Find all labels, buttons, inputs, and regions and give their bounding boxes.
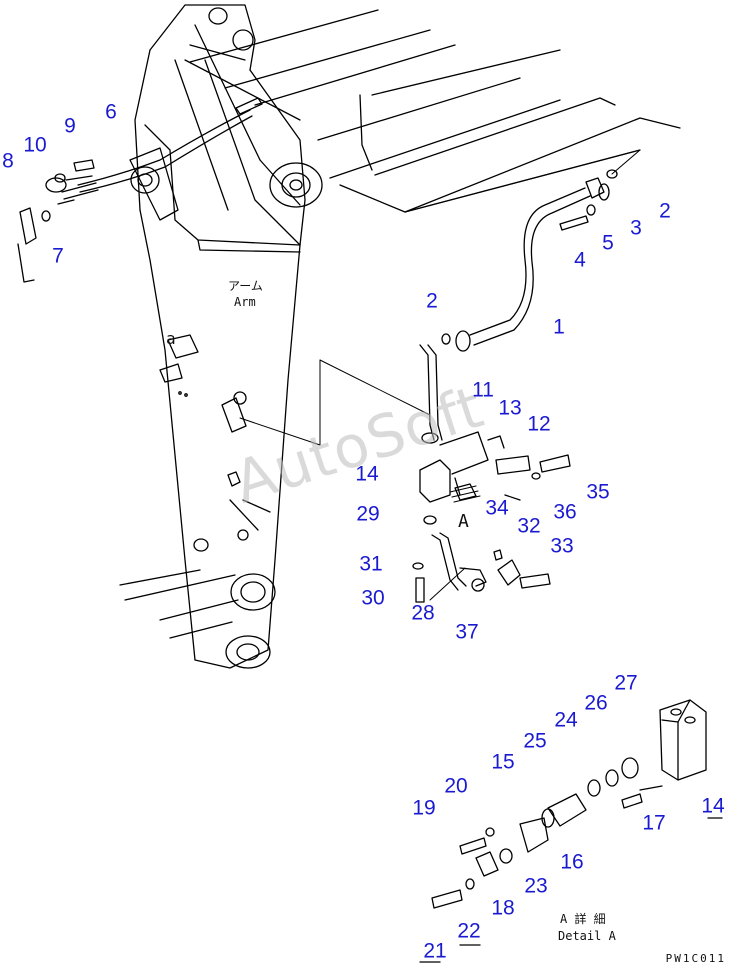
callout-14[interactable]: 14 xyxy=(355,462,379,486)
callout-14[interactable]: 14 xyxy=(701,794,725,818)
callout-24[interactable]: 24 xyxy=(554,708,578,732)
callout-23[interactable]: 23 xyxy=(524,874,548,898)
callout-33[interactable]: 33 xyxy=(550,534,574,558)
callout-27[interactable]: 27 xyxy=(614,671,638,695)
callout-36[interactable]: 36 xyxy=(553,500,577,524)
detail-a-title-en: Detail A xyxy=(558,929,616,943)
arm-body xyxy=(119,4,323,669)
callout-12[interactable]: 12 xyxy=(527,412,551,436)
drawing-code: PW1C011 xyxy=(665,952,726,965)
callout-10[interactable]: 10 xyxy=(23,133,47,157)
callout-18[interactable]: 18 xyxy=(491,896,515,920)
boom-structure xyxy=(189,9,681,213)
callout-2[interactable]: 2 xyxy=(426,289,438,313)
callout-16[interactable]: 16 xyxy=(560,850,584,874)
callout-4[interactable]: 4 xyxy=(574,248,586,272)
pipe-assembly xyxy=(412,344,571,603)
callout-28[interactable]: 28 xyxy=(411,601,435,625)
callout-34[interactable]: 34 xyxy=(485,496,509,520)
callout-30[interactable]: 30 xyxy=(361,586,385,610)
view-arrow-a[interactable] xyxy=(449,485,481,503)
callout-35[interactable]: 35 xyxy=(586,480,610,504)
callout-21[interactable]: 21 xyxy=(423,939,447,963)
callout-15[interactable]: 15 xyxy=(491,750,515,774)
callout-13[interactable]: 13 xyxy=(498,396,522,420)
callout-1[interactable]: 1 xyxy=(553,315,565,339)
callout-5[interactable]: 5 xyxy=(602,231,614,255)
callout-8[interactable]: 8 xyxy=(2,149,14,173)
callout-3[interactable]: 3 xyxy=(630,216,642,240)
arm-label-jp: アーム xyxy=(228,279,263,293)
callout-26[interactable]: 26 xyxy=(584,691,608,715)
callout-29[interactable]: 29 xyxy=(356,502,380,526)
marker-a: a xyxy=(166,329,176,348)
callout-25[interactable]: 25 xyxy=(523,729,547,753)
view-a-letter: A xyxy=(458,511,469,532)
callout-37[interactable]: 37 xyxy=(455,620,479,644)
callout-22[interactable]: 22 xyxy=(457,919,481,943)
callout-11[interactable]: 11 xyxy=(472,378,494,402)
callout-31[interactable]: 31 xyxy=(359,552,383,576)
callout-6[interactable]: 6 xyxy=(105,100,117,124)
detail-a-title-jp: A 詳 細 xyxy=(560,912,606,926)
callout-7[interactable]: 7 xyxy=(52,244,64,268)
callout-32[interactable]: 32 xyxy=(517,514,541,538)
hose-1 xyxy=(441,169,618,352)
leader-lines xyxy=(239,149,641,601)
callout-19[interactable]: 19 xyxy=(412,796,436,820)
callout-9[interactable]: 9 xyxy=(64,114,76,138)
callout-17[interactable]: 17 xyxy=(642,811,666,835)
callout-20[interactable]: 20 xyxy=(444,774,468,798)
arm-label-en: Arm xyxy=(234,295,256,309)
callout-2[interactable]: 2 xyxy=(659,199,671,223)
hose-6 xyxy=(61,97,263,200)
left-fitting-group xyxy=(17,159,95,283)
detail-a xyxy=(419,699,723,963)
